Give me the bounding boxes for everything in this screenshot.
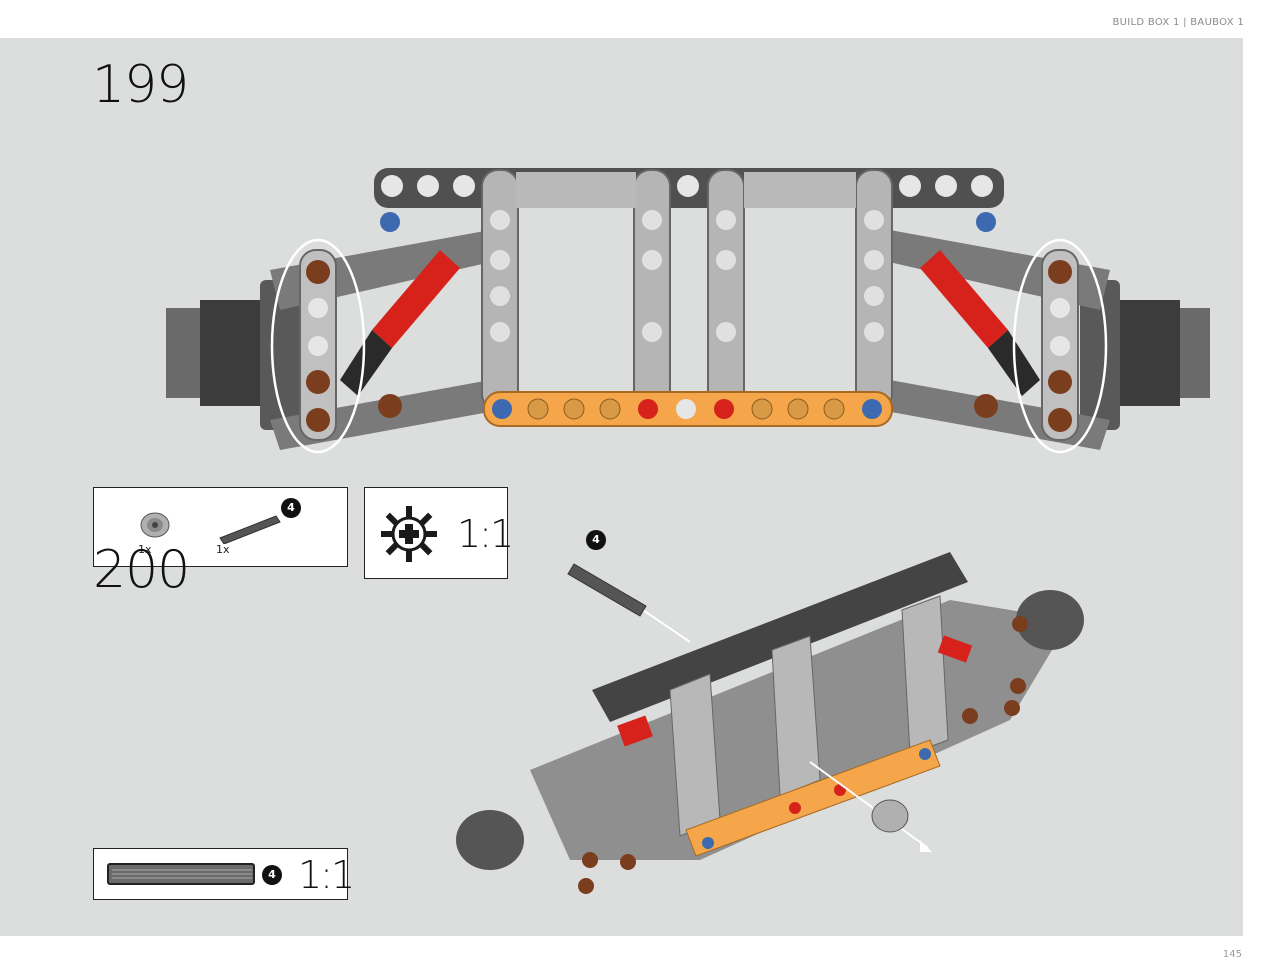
axle-length-callout: 4 1:1 [93,848,355,900]
gear-ratio-callout: 1:1 [364,487,514,579]
step-200-assembly-illustration [456,552,1084,894]
parts-axle-badge: 4 [281,498,301,518]
parts-list-callout: 1x 1x 4 [93,487,348,567]
axle-pin-icon [219,515,281,544]
page-number: 145 [1222,949,1242,960]
header-label: BUILD BOX 1 | BAUBOX 1 [1112,17,1244,28]
gear-ratio-text: 1:1 [457,512,514,556]
gear-icon [381,506,437,562]
parts-qty-gear: 1x [138,543,152,556]
axle-length-ratio: 1:1 [298,853,355,897]
step-number-199: 199 [92,55,189,115]
axle-icon [107,863,255,885]
gear-12-tooth-double-bevel-icon [140,512,170,538]
axle-length-badge: 4 [262,865,282,885]
assembly-axle-badge: 4 [586,530,606,550]
step-number-200: 200 [93,540,190,600]
step-199-assembly-illustration [166,168,1210,454]
parts-qty-axle: 1x [216,543,230,556]
